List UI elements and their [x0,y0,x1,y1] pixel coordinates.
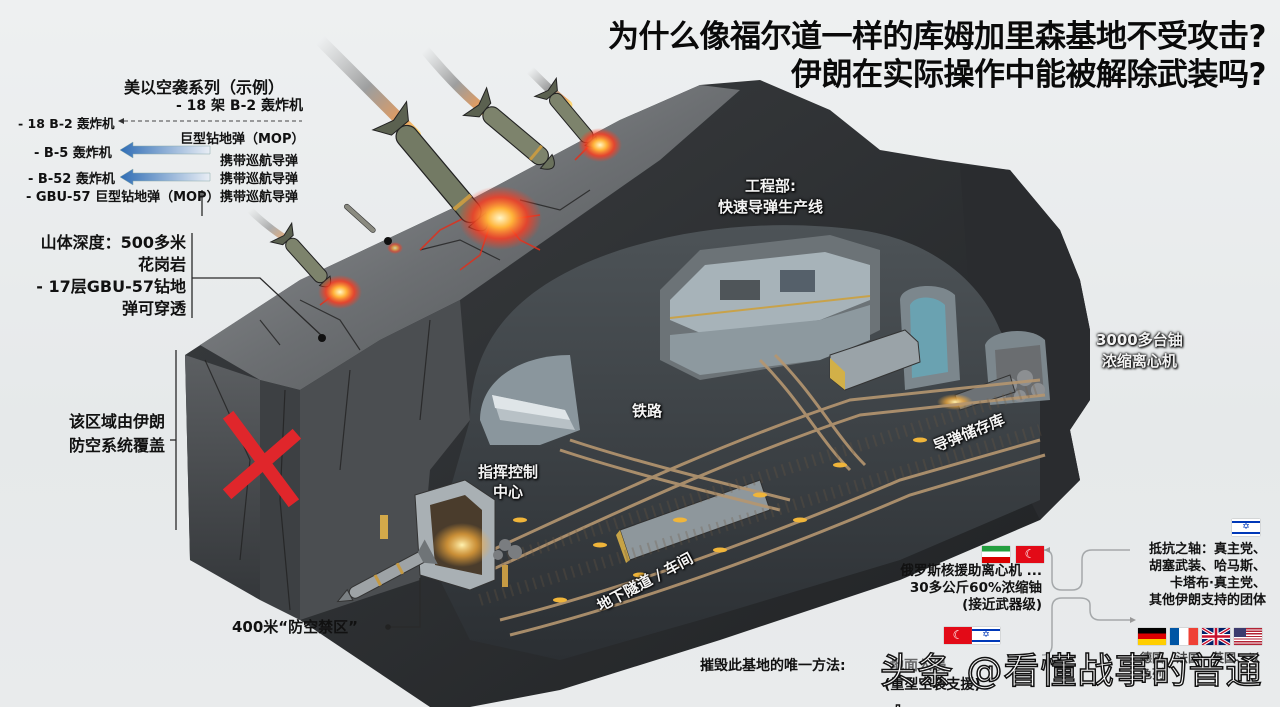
centrifuges-line-1: 3000多台铀 [1096,331,1183,349]
engineering-label: 工程部: 快速导弹生产线 [718,176,823,218]
mountain-depth-label: 山体深度：500多米 花岗岩 - 17层GBU-57钻地 弹可穿透 [36,232,186,320]
axis-of-resistance-label: 抵抗之轴：真主党、 胡塞武装、哈马斯、 卡塔布·真主党、 其他伊朗支持的团体 [1149,541,1266,609]
france-flag-icon [1170,628,1198,645]
airstrike-item-left-1: - B-5 轰炸机 [34,146,112,161]
centrifuges-label: 3000多台铀 浓缩离心机 [1096,330,1183,372]
airstrike-item-left-2: - B-52 轰炸机 [28,172,115,187]
air-defense-line-2: 防空系统覆盖 [68,436,165,455]
airstrike-heading: 美以空袭系列（示例） [124,78,285,97]
no-fly-zone-label: 400米“防空禁区” [232,618,359,636]
airstrike-item-left-0: - 18 B-2 轰炸机 [18,116,115,131]
axis-line-3: 卡塔布·真主党、 [1170,576,1266,591]
centrifuges-line-2: 浓缩离心机 [1101,352,1177,370]
airstrike-item-right-1: 携带巡航导弹 [220,154,299,169]
turkey-flag-icon-2: ☾ [944,627,972,644]
page-title: 为什么像福尔道一样的库姆加里森基地不受攻击? 伊朗在实际操作中能被解除武装吗? [608,18,1266,94]
air-defense-label: 该区域由伊朗 防空系统覆盖 [69,410,165,458]
airstrike-item-right-0: 巨型钻地弹（MOP） [180,132,305,147]
watermark: 头条 @看懂战事的普通人 [879,650,1263,707]
command-center-line-1: 指挥控制 [478,463,539,481]
only-way-label: 摧毁此基地的唯一方法: [700,658,846,674]
title-line-2: 伊朗在实际操作中能被解除武装吗? [791,57,1266,93]
engineering-line-2: 快速导弹生产线 [718,198,824,216]
command-center-label: 指挥控制 中心 [478,462,538,502]
axis-line-4: 其他伊朗支持的团体 [1148,593,1266,608]
mountain-depth-line-3: - 17层GBU-57钻地 [36,277,186,296]
axis-line-2: 胡塞武装、哈马斯、 [1148,559,1266,574]
title-line-1: 为什么像福尔道一样的库姆加里森基地不受攻击? [608,19,1266,55]
railway-label: 铁路 [632,402,663,420]
axis-line-1: 抵抗之轴：真主党、 [1148,542,1266,557]
russia-aid-line-1: 俄罗斯核援助离心机 ... [900,563,1042,579]
uk-flag-icon [1202,628,1230,645]
germany-flag-icon [1138,628,1166,645]
air-defense-line-1: 该区域由伊朗 [68,412,165,431]
russia-aid-line-2: 30多公斤60%浓缩铀 [909,580,1042,596]
mountain-depth-line-4: 弹可穿透 [121,299,186,318]
israel-flag-icon: ✡ [1232,519,1260,536]
israel-flag-icon-2: ✡ [972,627,1000,644]
airstrike-item-right-3: 携带巡航导弹 [220,190,299,205]
command-center-line-2: 中心 [493,483,524,501]
usa-flag-icon [1234,628,1262,645]
airstrike-item-left-3: - GBU-57 巨型钻地弹（MOP） [26,190,220,205]
mountain-depth-line-1: 山体深度：500多米 [40,233,186,252]
russia-aid-line-3: (接近武器级) [962,597,1042,613]
russia-aid-label: 俄罗斯核援助离心机 ... 30多公斤60%浓缩铀 (接近武器级) [900,563,1042,614]
airstrike-subheading: - 18 架 B-2 轰炸机 [176,98,304,114]
only-way-value: 地面入侵 [890,658,946,674]
western-allies-label: 德国、法国、英国、以色列 [1140,651,1261,681]
iran-flag-icon [982,546,1010,563]
turkey-flag-icon: ☾ [1016,546,1044,563]
airstrike-item-right-2: 携带巡航导弹 [220,172,299,187]
engineering-line-1: 工程部: [745,177,796,195]
only-way-sub: (重型空袭支援) [884,677,981,693]
mountain-depth-line-2: 花岗岩 [137,255,186,274]
red-x-mark [222,410,302,508]
